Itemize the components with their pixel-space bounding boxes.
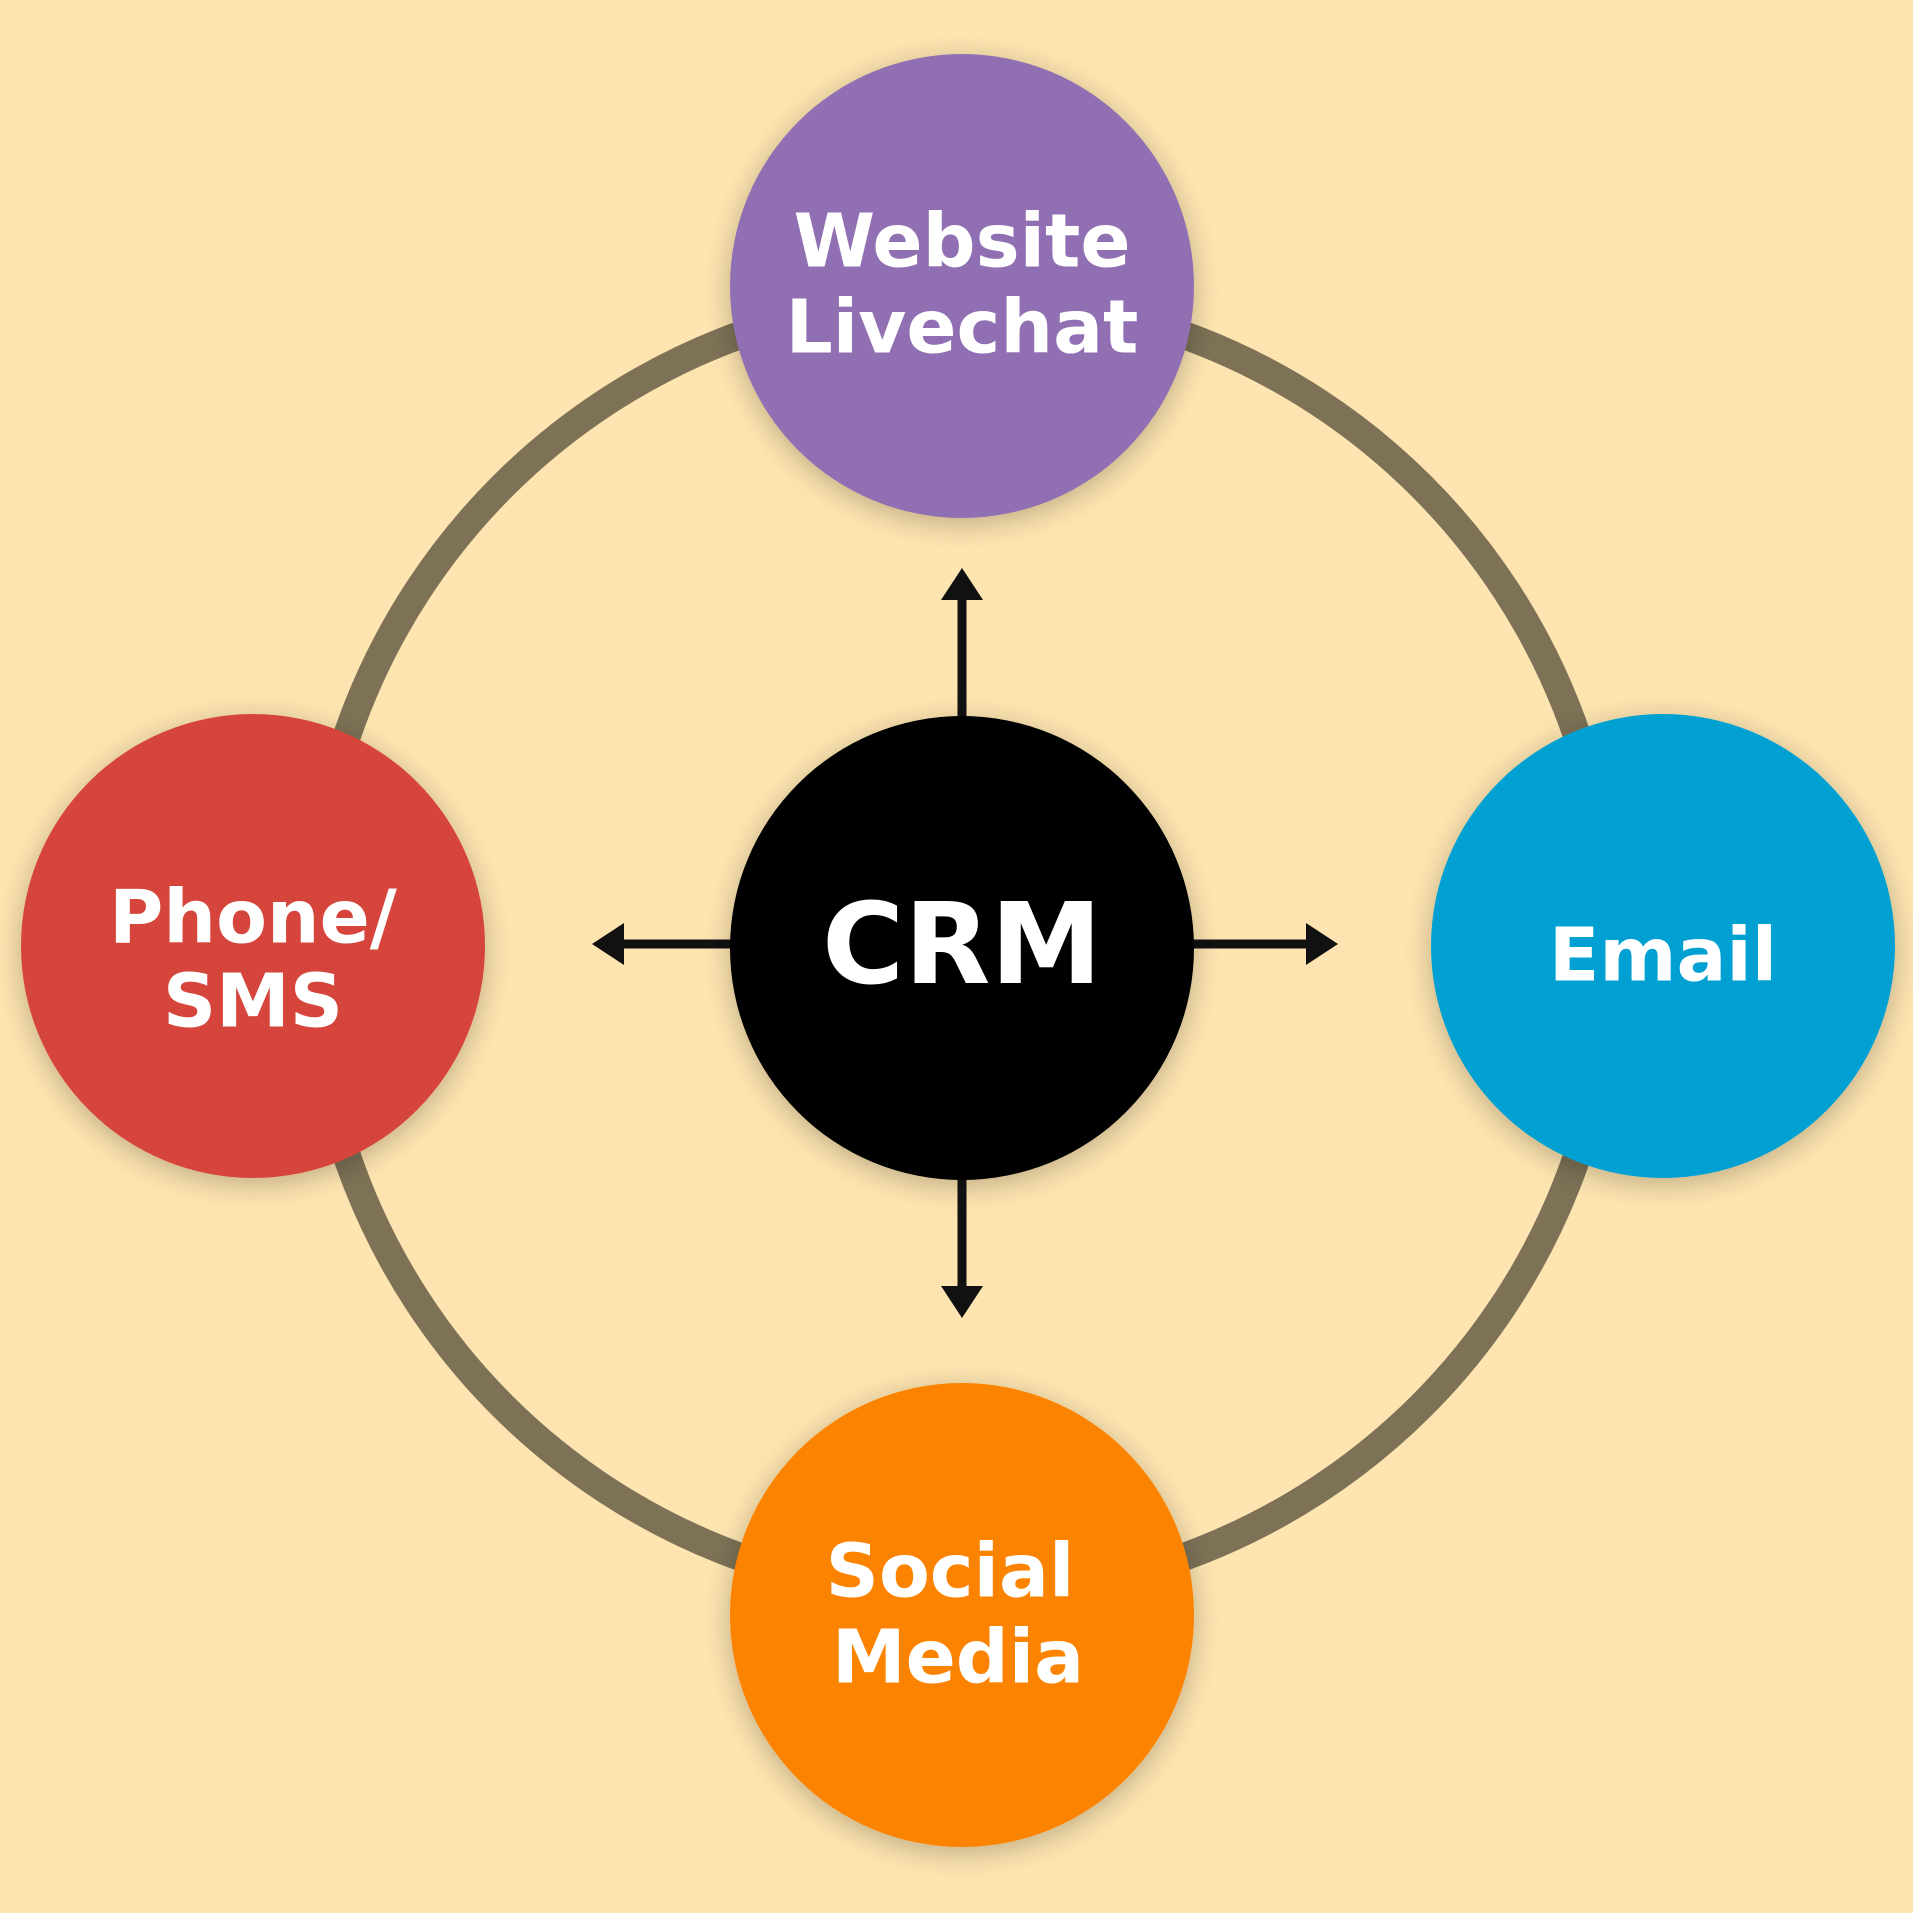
node-social-media: Social Media	[730, 1383, 1194, 1847]
node-phone-sms-line1: Phone/	[109, 875, 398, 961]
node-social-media-line1: Social	[826, 1529, 1075, 1615]
node-website-livechat-line2: Livechat	[786, 285, 1139, 371]
node-phone-sms-line2: SMS	[163, 959, 343, 1045]
arrow-left	[592, 923, 738, 965]
node-email: Email	[1431, 714, 1895, 1178]
node-website-livechat: Website Livechat	[730, 54, 1194, 518]
node-website-livechat-line1: Website	[793, 199, 1130, 285]
node-phone-sms: Phone/ SMS	[21, 714, 485, 1178]
arrow-right	[1186, 923, 1338, 965]
arrows	[592, 568, 1338, 1318]
arrow-down	[941, 1172, 983, 1318]
node-email-line1: Email	[1549, 913, 1777, 999]
node-social-media-line2: Media	[832, 1615, 1084, 1701]
arrow-up	[941, 568, 983, 722]
center-node-crm: CRM	[730, 716, 1194, 1180]
center-label: CRM	[822, 880, 1102, 1010]
